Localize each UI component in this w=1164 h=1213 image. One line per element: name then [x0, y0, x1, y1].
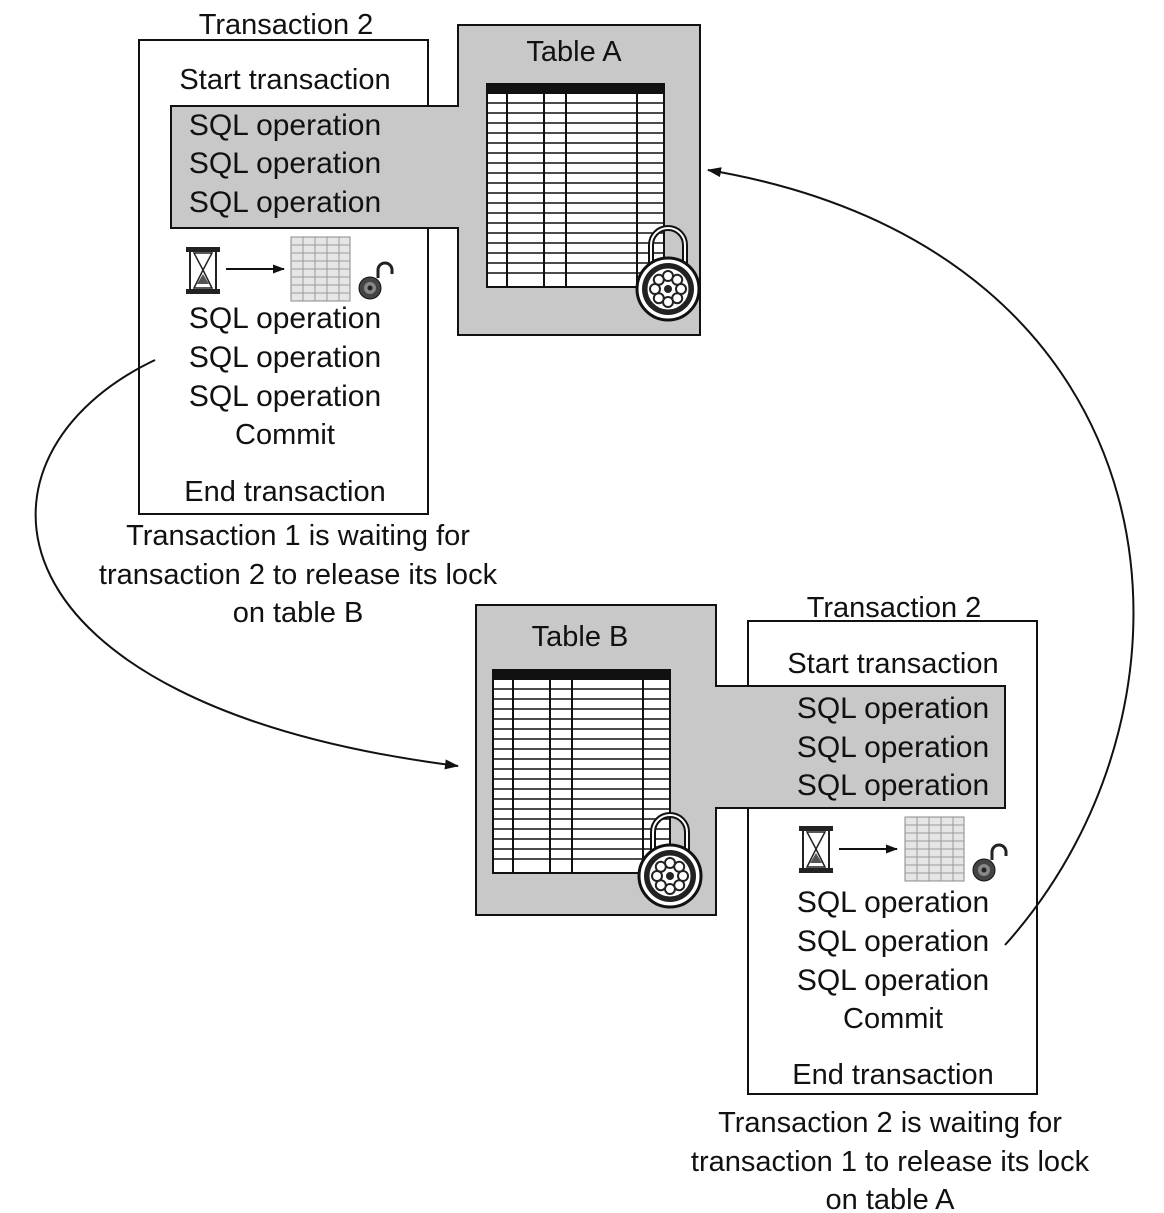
bottom-commit-label: Commit — [843, 1003, 943, 1035]
combination-padlock-icon — [635, 225, 701, 322]
table-b-grid — [492, 669, 671, 874]
combination-padlock-icon — [637, 812, 703, 909]
wait-arrow-to-table-b — [34, 359, 459, 770]
table-a-grid — [486, 83, 665, 288]
top-commit-label: Commit — [235, 419, 335, 451]
table-icon — [904, 816, 965, 882]
top-section: Transaction 2 Start transaction SQL oper… — [99, 9, 701, 629]
bottom-section: Transaction 2 Start transaction SQL oper… — [475, 592, 1090, 1213]
table-a-title: Table A — [526, 36, 622, 68]
bottom-locked-op-2: SQL operation — [797, 731, 989, 764]
top-waiting-op-2: SQL operation — [189, 341, 381, 374]
top-locked-op-1: SQL operation — [189, 109, 381, 142]
table-icon — [290, 236, 351, 302]
bottom-transaction-title: Transaction 2 — [807, 592, 982, 624]
bottom-caption-line-3: on table A — [826, 1184, 956, 1213]
bottom-caption-line-1: Transaction 2 is waiting for — [718, 1107, 1062, 1139]
top-waiting-op-1: SQL operation — [189, 302, 381, 335]
bottom-locked-op-1: SQL operation — [797, 692, 989, 725]
hourglass-icon — [799, 826, 833, 873]
bottom-end-label: End transaction — [792, 1059, 994, 1091]
table-b-title: Table B — [532, 621, 629, 653]
wait-arrow-to-table-a — [707, 167, 1135, 946]
top-transaction-title: Transaction 2 — [199, 9, 374, 41]
open-padlock-icon — [358, 261, 394, 300]
bottom-waiting-op-2: SQL operation — [797, 925, 989, 958]
bottom-start-label: Start transaction — [787, 648, 998, 680]
top-caption-line-1: Transaction 1 is waiting for — [126, 520, 470, 552]
hourglass-icon — [186, 247, 220, 294]
bottom-waiting-op-3: SQL operation — [797, 964, 989, 997]
top-caption-line-3: on table B — [233, 597, 364, 629]
bottom-caption-line-2: transaction 1 to release its lock — [691, 1146, 1090, 1178]
top-caption-line-2: transaction 2 to release its lock — [99, 559, 498, 591]
top-end-label: End transaction — [184, 476, 386, 508]
bottom-waiting-op-1: SQL operation — [797, 886, 989, 919]
top-waiting-op-3: SQL operation — [189, 380, 381, 413]
top-locked-op-3: SQL operation — [189, 186, 381, 219]
open-padlock-icon — [972, 843, 1008, 882]
top-locked-op-2: SQL operation — [189, 147, 381, 180]
top-start-label: Start transaction — [179, 64, 390, 96]
bottom-locked-op-3: SQL operation — [797, 769, 989, 802]
